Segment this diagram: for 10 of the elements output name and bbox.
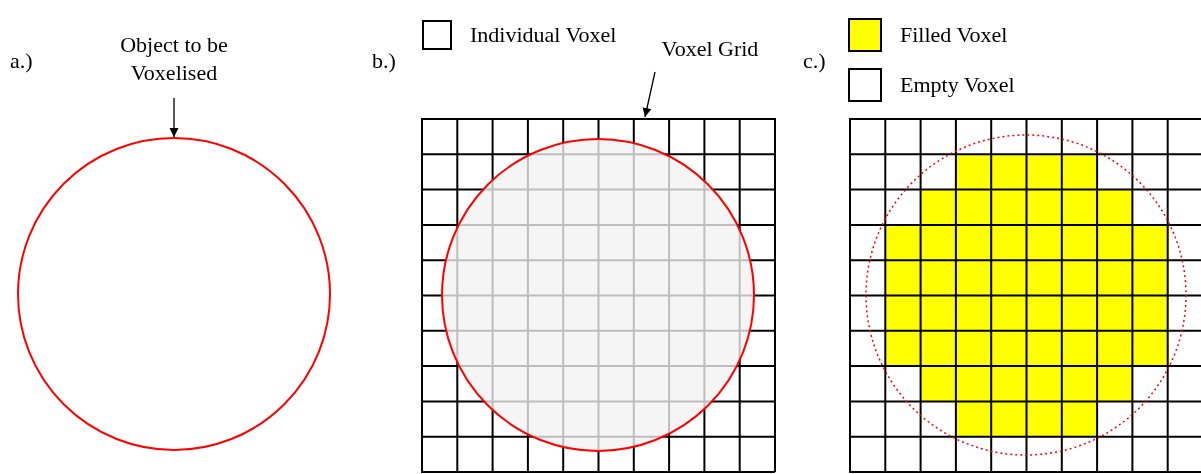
panel-label: b.) [372, 48, 396, 74]
node-text: Object to be Voxelised [119, 31, 229, 87]
node-text: Voxel Grid [661, 35, 759, 63]
panel-label: c.) [803, 48, 826, 74]
legend-label: Empty Voxel [900, 71, 1015, 99]
arrow [169, 97, 179, 138]
panel-label: a.) [10, 48, 33, 74]
legend-label: Individual Voxel [470, 21, 617, 49]
legend-label: Filled Voxel [900, 21, 1008, 49]
arrow [642, 71, 656, 118]
